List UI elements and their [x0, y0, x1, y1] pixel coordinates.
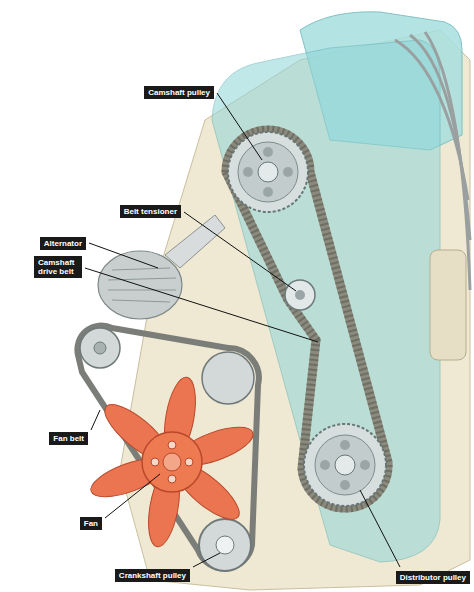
part-label: Belt tensioner [120, 205, 181, 218]
part-label: Distributor pulley [396, 571, 470, 584]
camshaft-pulley [228, 132, 308, 212]
timing-belt [226, 130, 388, 508]
belt-tensioner [285, 280, 315, 310]
leader-lines [85, 93, 400, 567]
part-label: Crankshaft pulley [115, 569, 190, 582]
part-label: Alternator [40, 237, 86, 250]
part-label: Camshaft drive belt [34, 256, 82, 278]
distributor-pulley [304, 424, 386, 506]
part-label: Fan belt [49, 432, 88, 445]
water-pump-pulley [202, 352, 254, 404]
timing-cover [212, 40, 440, 562]
distributor-body [430, 250, 466, 360]
engine-block [120, 30, 470, 590]
alternator-pulley [80, 328, 120, 368]
part-label: Fan [80, 517, 102, 530]
fan [86, 375, 257, 549]
crankshaft-pulley [199, 519, 251, 571]
part-label: Camshaft pulley [144, 86, 214, 99]
alternator-bracket [165, 215, 225, 268]
